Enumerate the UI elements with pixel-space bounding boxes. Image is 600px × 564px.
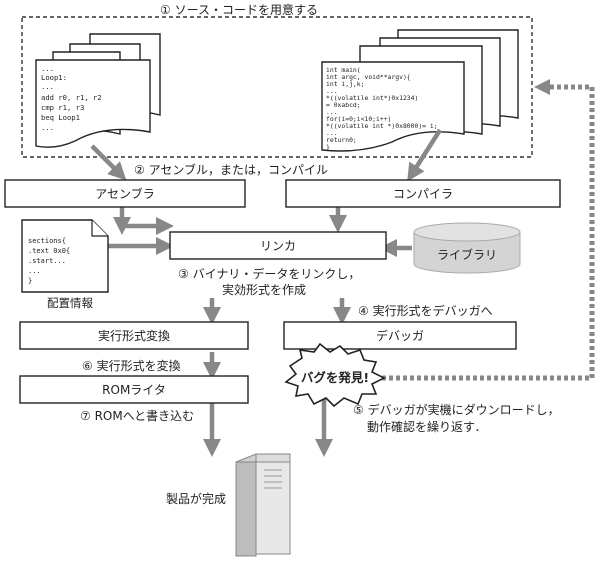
bug-found-label: バグを発見! <box>301 370 369 385</box>
asm-code-listing: ... Loop1: ... add r0, r1, r2 cmp r1, r3… <box>41 64 102 132</box>
svg-text:...: ... <box>326 108 338 116</box>
layout-code-listing: sections{ .text 0x0{ .start... ... } <box>28 237 70 285</box>
step-6-label: ⑥ 実行形式を変換 <box>82 358 181 373</box>
asm-source-pages <box>35 33 161 148</box>
step-1-label: ① ソース・コードを用意する <box>160 2 318 17</box>
assembler-box <box>4 179 246 208</box>
assembler-label: アセンブラ <box>95 186 154 201</box>
svg-text:...: ... <box>326 129 338 137</box>
step-7-label: ⑦ ROMへと書き込む <box>80 409 194 423</box>
svg-text:int main(: int main( <box>326 66 361 74</box>
svg-text:Loop1:: Loop1: <box>41 73 67 82</box>
svg-text:.text 0x0{: .text 0x0{ <box>28 247 70 255</box>
compiler-label: コンパイラ <box>393 187 453 201</box>
library-cylinder <box>413 222 521 274</box>
svg-text:...: ... <box>41 64 54 73</box>
arrow-asm-source-to-assembler <box>90 144 127 181</box>
linker-label: リンカ <box>260 239 296 253</box>
svg-text:int i,j,k;: int i,j,k; <box>326 80 364 88</box>
converter-box <box>19 321 249 350</box>
step-3-label-line2: 実効形式を作成 <box>222 282 306 297</box>
layout-info-label: 配置情報 <box>47 296 93 310</box>
rom-writer-label: ROMライタ <box>102 383 166 397</box>
svg-text:...: ... <box>41 82 54 91</box>
bug-feedback-loop <box>382 79 595 381</box>
product-device-icon <box>235 453 291 557</box>
svg-text:...: ... <box>326 87 338 95</box>
svg-text:}: } <box>28 277 32 285</box>
svg-text:...: ... <box>41 123 54 132</box>
svg-text:cmp r1, r3: cmp r1, r3 <box>41 103 84 112</box>
svg-text:= 0xabcd;: = 0xabcd; <box>326 101 361 109</box>
compiler-box <box>285 179 561 208</box>
step-3-label-line1: ③ バイナリ・データをリンクし， <box>178 266 360 281</box>
svg-text:for(i=0;i<10;i++): for(i=0;i<10;i++) <box>326 115 391 123</box>
step-4-label: ④ 実行形式をデバッガへ <box>358 303 493 318</box>
step-5-label-line2: 動作確認を繰り返す． <box>367 419 487 434</box>
svg-text:*((volatile int *)0x8000)= i;: *((volatile int *)0x8000)= i; <box>326 122 438 130</box>
svg-text:add r0, r1, r2: add r0, r1, r2 <box>41 93 102 102</box>
debugger-box <box>283 321 517 350</box>
svg-text:sections{: sections{ <box>28 237 66 245</box>
svg-text:beq Loop1: beq Loop1 <box>41 113 80 122</box>
c-source-pages <box>321 29 519 152</box>
svg-text:int argc, void**argv){: int argc, void**argv){ <box>326 73 411 81</box>
layout-info-document <box>21 219 109 293</box>
c-code-listing: int main( int argc, void**argv){ int i,j… <box>326 66 438 151</box>
debugger-label: デバッガ <box>376 328 424 343</box>
linker-box <box>169 231 387 260</box>
svg-text:return0;: return0; <box>326 136 357 144</box>
library-label: ライブラリ <box>437 247 497 262</box>
rom-writer-box <box>19 375 249 404</box>
svg-text:.start...: .start... <box>28 257 66 265</box>
bug-found-burst <box>284 342 386 408</box>
svg-text:...: ... <box>28 267 41 275</box>
svg-text:*((volatile int*)0x1234): *((volatile int*)0x1234) <box>326 94 418 102</box>
product-done-label: 製品が完成 <box>166 491 226 506</box>
svg-text:}: } <box>326 143 330 151</box>
source-code-frame <box>21 16 533 158</box>
step-5-label-line1: ⑤ デバッガが実機にダウンロードし， <box>353 402 560 417</box>
step-2-label: ② アセンブル，または，コンパイル <box>134 162 328 177</box>
converter-label: 実行形式変換 <box>98 328 170 343</box>
arrow-c-source-to-compiler <box>407 128 442 182</box>
